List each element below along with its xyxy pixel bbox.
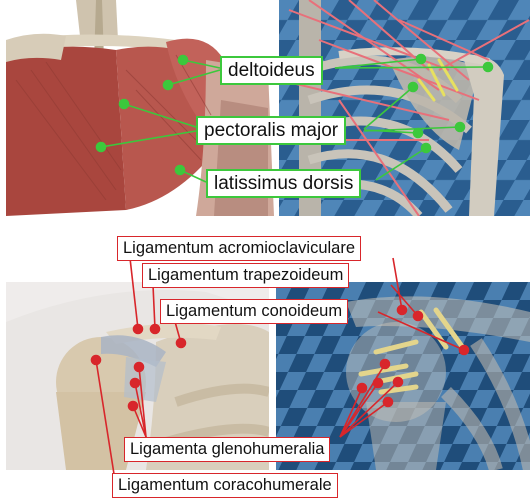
- label-latissimus-dorsi: latissimus dorsis: [206, 169, 361, 198]
- marker-glenohumeralia-left-2: [131, 379, 140, 388]
- label-glenohumeralia-text: Ligamenta glenohumeralia: [130, 440, 324, 458]
- marker-glenohumeralia-left-3: [129, 402, 138, 411]
- label-glenohumeralia: Ligamenta glenohumeralia: [124, 437, 330, 462]
- marker-glenohumeralia-right-1: [381, 360, 390, 369]
- label-coracohumerale-text: Ligamentum coracohumerale: [118, 476, 332, 494]
- label-conoideum-text: Ligamentum conoideum: [166, 302, 342, 320]
- marker-acromioclavicular-right: [398, 306, 407, 315]
- label-coracohumerale: Ligamentum coracohumerale: [112, 473, 338, 498]
- marker-trapezoideum-right: [414, 312, 423, 321]
- marker-glenohumeralia-left-1: [135, 363, 144, 372]
- marker-glenohumeralia-right-5: [358, 384, 367, 393]
- marker-trapezoideum-left: [151, 325, 160, 334]
- label-acromioclavicular-text: Ligamentum acromioclaviculare: [123, 239, 355, 257]
- marker-pectoralis-left-2: [97, 143, 106, 152]
- marker-pectoralis-right-1: [409, 83, 418, 92]
- label-pectoralis-major: pectoralis major: [196, 116, 346, 145]
- label-latissimus-dorsi-text: latissimus dorsis: [214, 173, 353, 194]
- marker-glenohumeralia-right-3: [394, 378, 403, 387]
- marker-deltoideus-left-2: [164, 81, 173, 90]
- marker-deltoideus-right-1: [417, 55, 426, 64]
- marker-latissimus-right: [422, 144, 431, 153]
- marker-glenohumeralia-right-4: [384, 398, 393, 407]
- marker-glenohumeralia-right-2: [374, 379, 383, 388]
- marker-pectoralis-right-3: [456, 123, 465, 132]
- marker-deltoideus-left-1: [179, 56, 188, 65]
- marker-pectoralis-right-2: [414, 129, 423, 138]
- label-acromioclavicular: Ligamentum acromioclaviculare: [117, 236, 361, 261]
- marker-conoideum-right: [460, 346, 469, 355]
- marker-coracohumerale-left: [92, 356, 101, 365]
- label-trapezoideum-text: Ligamentum trapezoideum: [148, 266, 343, 284]
- marker-deltoideus-right-2: [484, 63, 493, 72]
- label-conoideum: Ligamentum conoideum: [160, 299, 348, 324]
- marker-acromioclavicular-left: [134, 325, 143, 334]
- label-deltoideus-text: deltoideus: [228, 60, 315, 81]
- label-pectoralis-major-text: pectoralis major: [204, 120, 338, 141]
- label-deltoideus: deltoideus: [220, 56, 323, 85]
- label-trapezoideum: Ligamentum trapezoideum: [142, 263, 349, 288]
- marker-pectoralis-left-1: [120, 100, 129, 109]
- marker-latissimus-left: [176, 166, 185, 175]
- marker-conoideum-left: [177, 339, 186, 348]
